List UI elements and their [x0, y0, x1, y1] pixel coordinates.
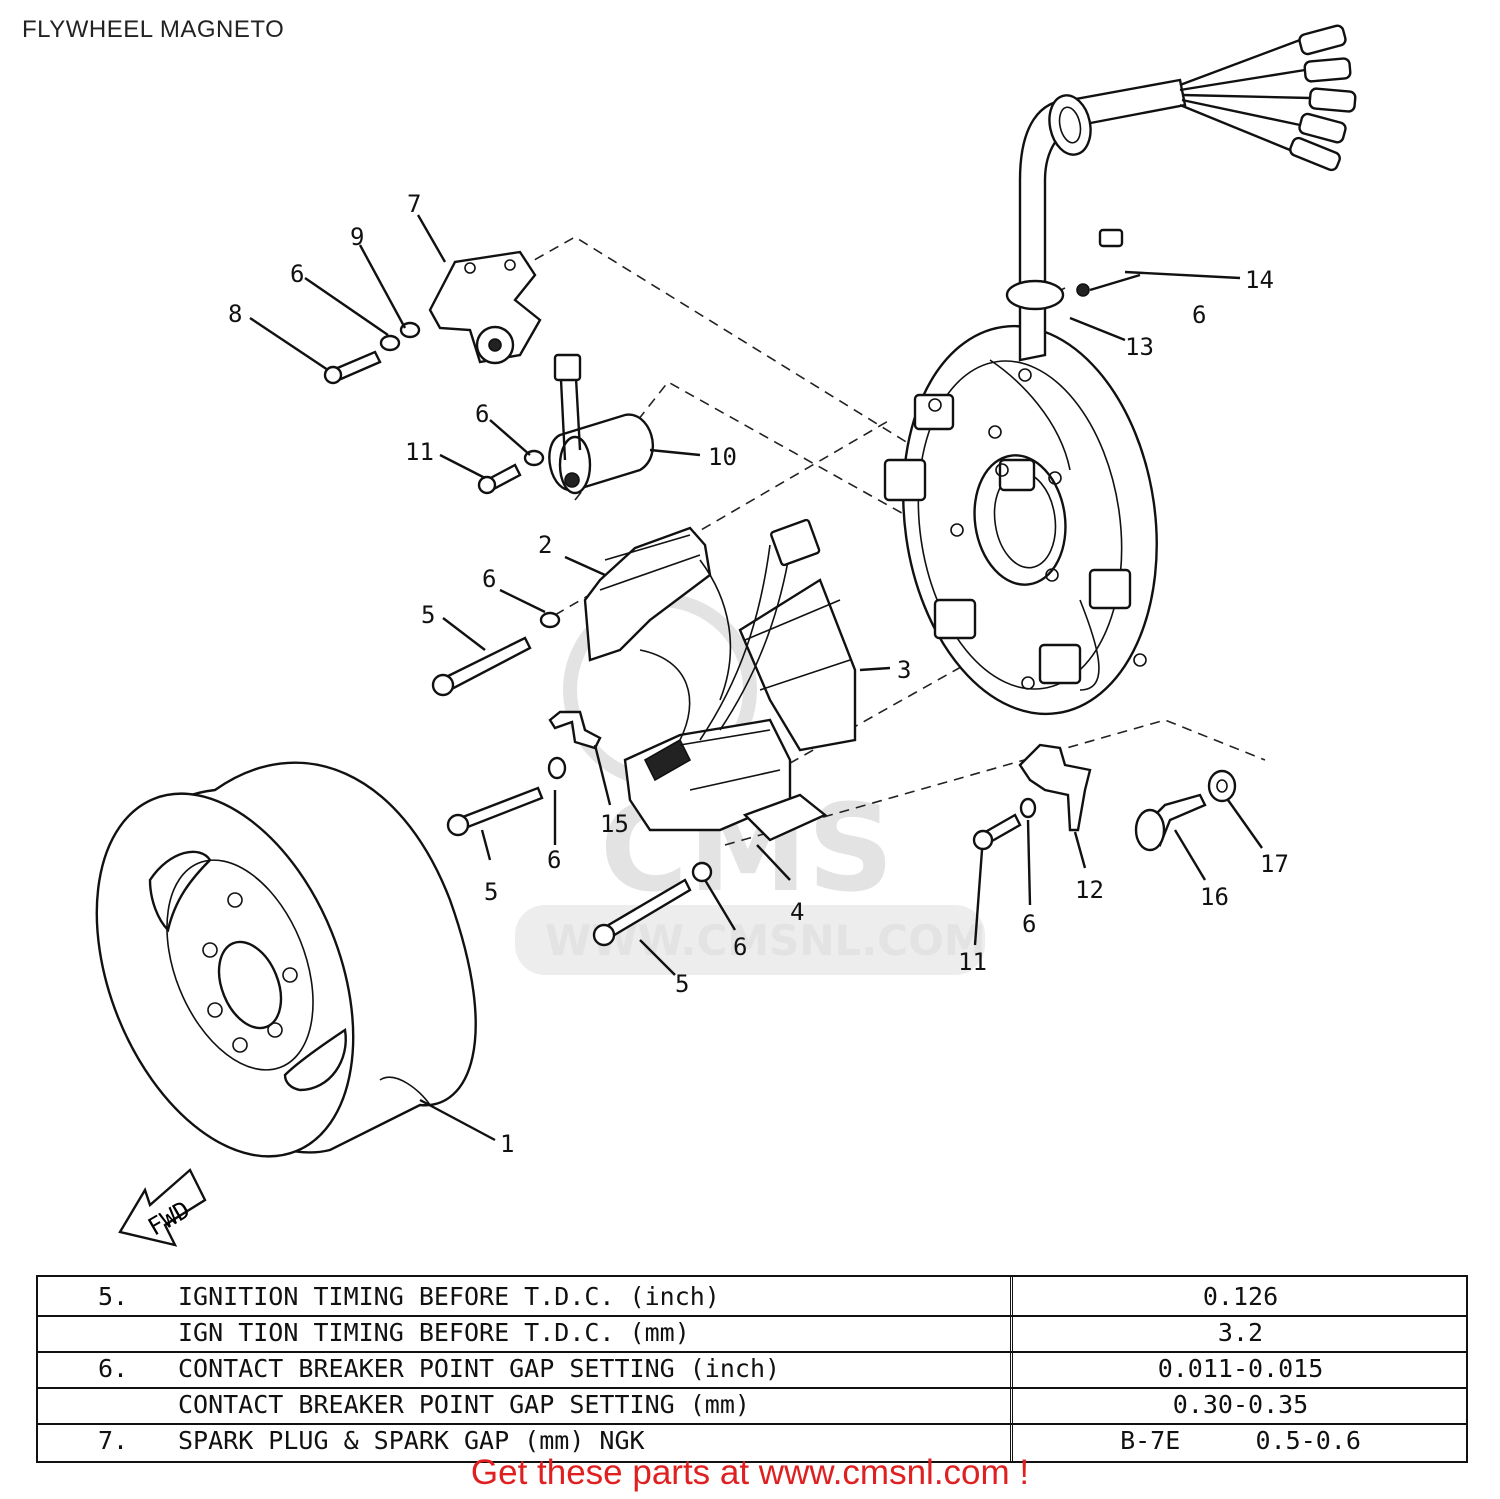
flywheel-rotor [95, 761, 477, 1158]
callout-1: 1 [500, 1130, 514, 1158]
callout-15: 15 [600, 810, 629, 838]
stator-base-plate [883, 324, 1158, 716]
spec-row: 7. SPARK PLUG & SPARK GAP (mm) NGK B-7E … [38, 1423, 1466, 1459]
stator-coils [583, 518, 857, 842]
callout-6-breaker: 6 [290, 260, 304, 288]
contact-breaker-assembly [323, 250, 542, 385]
fwd-arrow: FWD [118, 1168, 207, 1247]
callout-14: 14 [1245, 266, 1274, 294]
callout-4: 4 [790, 898, 804, 926]
callout-6-condenser: 6 [475, 400, 489, 428]
callout-6-harness: 6 [1192, 301, 1206, 329]
callout-11-upper: 11 [405, 438, 434, 466]
cta-link[interactable]: Get these parts at www.cmsnl.com ! [470, 1453, 1030, 1492]
callout-9: 9 [350, 223, 364, 251]
callout-17: 17 [1260, 850, 1289, 878]
spec-number: 7. [98, 1426, 129, 1455]
callout-3: 3 [897, 656, 911, 684]
spec-label: IGN TION TIMING BEFORE T.D.C. (mm) [178, 1318, 690, 1347]
spec-number: 6. [98, 1354, 129, 1383]
page-title: FLYWHEEL MAGNETO [22, 16, 285, 43]
callout-7: 7 [407, 190, 421, 218]
spec-value: 3.2 [1217, 1318, 1264, 1347]
spec-label: SPARK PLUG & SPARK GAP (mm) NGK [178, 1426, 645, 1455]
callout-6-lower: 6 [733, 933, 747, 961]
callout-8: 8 [228, 300, 242, 328]
callout-6-right: 6 [1022, 910, 1036, 938]
callout-11-lower: 11 [958, 948, 987, 976]
callout-5-middle: 5 [484, 878, 498, 906]
callout-16: 16 [1200, 883, 1229, 911]
leader-lines [249, 214, 1263, 1142]
callout-6-lower-left: 6 [547, 846, 561, 874]
spec-row: CONTACT BREAKER POINT GAP SETTING (mm) 0… [38, 1387, 1466, 1425]
wiring-harness [1005, 24, 1357, 362]
condenser [477, 353, 655, 495]
spec-table: 5. IGNITION TIMING BEFORE T.D.C. (inch) … [36, 1275, 1468, 1463]
spec-table-column-divider [1010, 1277, 1013, 1461]
callout-6-coil: 6 [482, 565, 496, 593]
spec-label: IGNITION TIMING BEFORE T.D.C. (inch) [178, 1282, 720, 1311]
spec-value: B-7E 0.5-0.6 [1120, 1426, 1361, 1455]
callout-5-upper: 5 [421, 601, 435, 629]
spec-value: 0.011-0.015 [1157, 1354, 1324, 1383]
callout-10: 10 [708, 443, 737, 471]
right-side-parts [972, 743, 1237, 852]
spec-label: CONTACT BREAKER POINT GAP SETTING (inch) [178, 1354, 781, 1383]
callout-12: 12 [1075, 876, 1104, 904]
spec-value: 0.126 [1202, 1282, 1279, 1311]
spec-label: CONTACT BREAKER POINT GAP SETTING (mm) [178, 1390, 750, 1419]
callout-13: 13 [1125, 333, 1154, 361]
spec-number: 5. [98, 1282, 129, 1311]
exploded-parts-diagram: CMS WWW.CMSNL.COM FWD [95, 24, 1357, 1247]
spec-row: 6. CONTACT BREAKER POINT GAP SETTING (in… [38, 1351, 1466, 1389]
spec-row: 5. IGNITION TIMING BEFORE T.D.C. (inch) … [38, 1279, 1466, 1317]
callout-5-lower: 5 [675, 970, 689, 998]
spec-row: IGN TION TIMING BEFORE T.D.C. (mm) 3.2 [38, 1315, 1466, 1353]
callout-labels: 1 2 3 4 5 5 5 6 6 6 6 6 6 6 7 8 9 10 11 … [228, 190, 1289, 1158]
spec-value: 0.30-0.35 [1172, 1390, 1309, 1419]
callout-2: 2 [538, 531, 552, 559]
coil-screws [431, 611, 713, 947]
